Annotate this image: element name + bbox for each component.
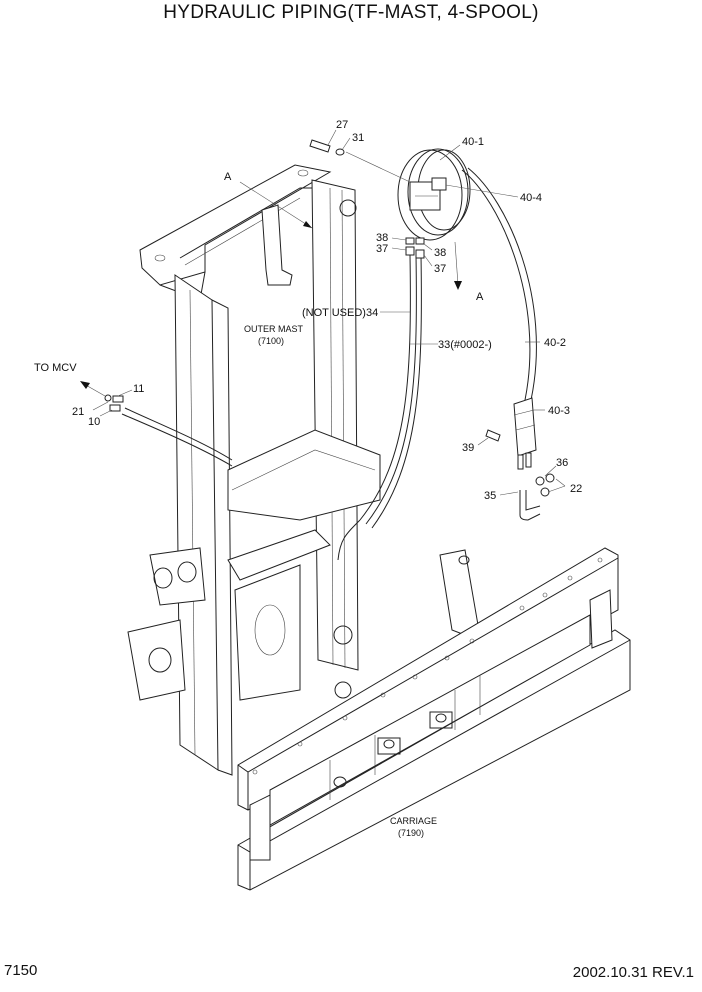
outer-mast-ref: (7100): [258, 336, 284, 346]
to-mcv-label: TO MCV: [34, 362, 77, 374]
hose-reel: [397, 148, 471, 241]
hose-33-label: 33(#0002-): [438, 339, 492, 351]
carriage-label: CARRIAGE: [390, 816, 437, 826]
part-22: 22: [570, 483, 582, 495]
section-a-bottom-label: A: [476, 291, 484, 303]
part-11: 11: [133, 383, 144, 395]
part-37-right: 37: [434, 263, 446, 275]
part-40-1: 40-1: [462, 136, 484, 148]
part-31: 31: [352, 132, 364, 144]
hoses: [121, 167, 537, 561]
part-40-4: 40-4: [520, 192, 542, 204]
revision-date: 2002.10.31 REV.1: [572, 964, 694, 981]
fittings: [104, 139, 555, 521]
not-used-34-label: (NOT USED)34: [302, 307, 378, 319]
part-40-3: 40-3: [548, 405, 570, 417]
part-40-2: 40-2: [544, 337, 566, 349]
carriage: [237, 547, 631, 891]
outer-mast: [127, 164, 381, 776]
part-21: 21: [72, 406, 84, 418]
section-a-top-label: A: [224, 171, 232, 183]
section-arrows: [80, 181, 462, 397]
part-27: 27: [336, 119, 348, 131]
part-37-left: 37: [376, 243, 388, 255]
page-number: 7150: [4, 962, 38, 979]
part-35: 35: [484, 490, 496, 502]
part-36: 36: [556, 457, 568, 469]
part-38-left: 38: [376, 232, 388, 244]
callouts: A A TO MCV OUTER MAST (7100) CARRIAGE (7…: [34, 119, 582, 838]
part-38-right: 38: [434, 247, 446, 259]
part-39: 39: [462, 442, 474, 454]
outer-mast-label: OUTER MAST: [244, 324, 304, 334]
leader-lines: [92, 129, 566, 496]
part-10: 10: [88, 416, 100, 428]
carriage-ref: (7190): [398, 828, 424, 838]
page-title: HYDRAULIC PIPING(TF-MAST, 4-SPOOL): [163, 2, 539, 23]
